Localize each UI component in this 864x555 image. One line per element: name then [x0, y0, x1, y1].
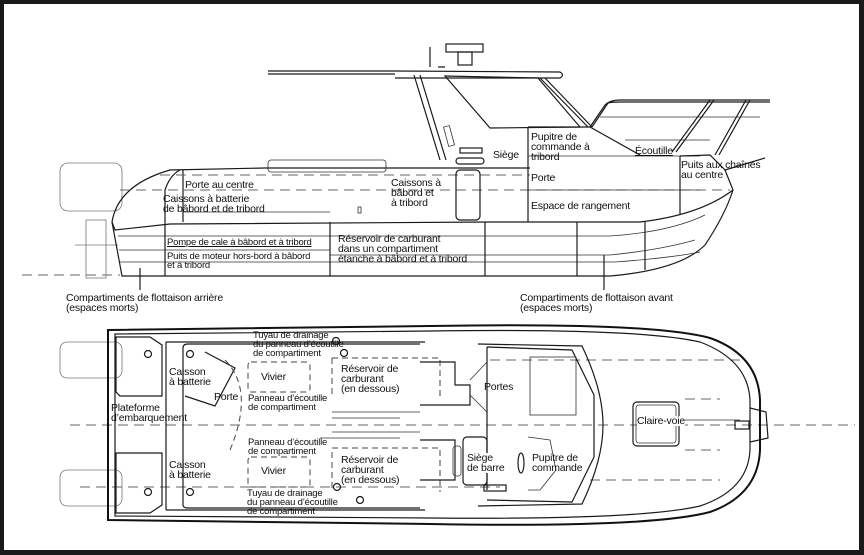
outboard-motor-leg — [85, 219, 107, 279]
battery-box — [184, 351, 236, 407]
drain-4 — [331, 336, 341, 346]
label-pompe-cale: Pompe de cale à bâbord et à tribord — [167, 237, 312, 248]
label-pupitre-commande: Pupitre de commande — [532, 452, 583, 474]
hull-line-1 — [118, 214, 706, 237]
radar-base — [457, 51, 473, 66]
front-pillar — [539, 77, 593, 128]
small-marker — [357, 206, 362, 214]
label-reservoir-haut: Réservoir de carburant (en dessous) — [341, 363, 400, 395]
wheelhouse — [486, 346, 595, 503]
bow-rail — [589, 99, 770, 128]
label-panneau-bas: Panneau d’écoutille de compartiment — [248, 437, 328, 457]
drain-port — [143, 349, 153, 359]
hull-line-4 — [120, 251, 701, 263]
wheelhouse-outer — [477, 343, 604, 507]
aft-door — [164, 169, 181, 222]
platform-stbd — [115, 452, 163, 514]
label-siege: Siège — [493, 149, 519, 161]
door-handle — [443, 125, 455, 147]
label-reservoir-carburant: Réservoir de carburant dans un compartim… — [338, 233, 468, 265]
top-view — [59, 324, 855, 526]
seat-back — [459, 147, 483, 154]
roof — [268, 70, 564, 79]
bow-cleat — [734, 420, 750, 430]
door-swing — [224, 359, 242, 451]
seat-pedestal — [455, 169, 481, 221]
label-panneau-haut: Panneau d’écoutille de compartiment — [248, 393, 328, 413]
drain-5 — [339, 348, 349, 358]
vivier-bottom — [247, 456, 311, 488]
helm-seat-back — [452, 445, 462, 477]
forward-cabin-box — [529, 356, 577, 416]
cockpit-outline — [165, 341, 425, 511]
label-pupitre-tribord: Pupitre de commande à tribord — [531, 131, 590, 163]
label-tuyau-drainage-haut: Tuyau de drainage du panneau d’écoutille… — [253, 330, 344, 359]
dash-guides — [80, 359, 740, 488]
bow-rail-end — [724, 157, 766, 171]
tank-bottom — [331, 447, 441, 492]
aft-pillar — [413, 74, 447, 161]
label-vivier-bas: Vivier — [261, 465, 286, 477]
label-caisson-batterie-bas: Caisson à batterie — [169, 459, 211, 481]
bow-fitting — [749, 407, 769, 443]
console-plan — [527, 436, 557, 491]
radar-top — [445, 43, 484, 53]
label-puits-moteur: Puits de moteur hors-bord à bâbord et à … — [167, 251, 311, 271]
hull-plan — [107, 324, 761, 526]
hull-plan-inner — [114, 329, 751, 519]
aft-coaming — [111, 167, 530, 223]
motor-top-stbd — [59, 469, 123, 507]
side-view — [22, 43, 770, 290]
label-tuyau-drainage-bas: Tuyau de drainage du panneau d’écoutille… — [247, 488, 338, 517]
side-window — [267, 159, 387, 173]
cabin-step-bottom — [420, 439, 456, 481]
drain-2 — [185, 349, 195, 359]
front-window — [443, 75, 582, 129]
hull-line-3 — [330, 239, 696, 256]
hull-outline — [111, 189, 734, 277]
helm-footrest — [483, 484, 507, 492]
label-flottaison-arriere: Compartiments de flottaison arrière (esp… — [66, 292, 223, 314]
platform-port — [115, 336, 163, 397]
label-puits-chaines: Puits aux chaînes au centre — [681, 159, 761, 181]
label-vivier-haut: Vivier — [261, 371, 286, 383]
outboard-motor-head — [59, 162, 123, 212]
hull-deck — [111, 189, 734, 231]
cabin-step-top — [420, 361, 471, 406]
drain-3 — [185, 487, 195, 497]
drain-6 — [332, 482, 342, 492]
bulkheads — [164, 222, 646, 276]
deck-lines — [320, 411, 420, 439]
label-portes: Portes — [484, 381, 514, 393]
label-caissons-babord-tribord: Caissons à bâbord et à tribord — [391, 177, 441, 209]
label-claire-voie: Claire-voie — [637, 415, 685, 427]
motor-top-port — [59, 341, 123, 379]
label-flottaison-avant: Compartiments de flottaison avant (espac… — [520, 292, 673, 314]
antenna — [429, 47, 445, 68]
bow-top — [679, 154, 734, 191]
vivier-top — [247, 361, 311, 393]
tank-top — [331, 357, 441, 400]
label-caissons-batterie: Caissons à batterie de bâbord et de trib… — [163, 193, 265, 215]
label-caisson-batterie-haut: Caisson à batterie — [169, 366, 211, 388]
cockpit-inner — [182, 343, 420, 509]
drain-7 — [355, 495, 365, 505]
label-ecoutille: Écoutille — [635, 145, 673, 157]
label-porte-au-centre: Porte au centre — [185, 179, 254, 191]
door-leaves — [469, 361, 488, 413]
label-reservoir-bas: Réservoir de carburant (en dessous) — [341, 454, 400, 486]
label-porte: Porte — [531, 172, 556, 184]
seat-cushion — [455, 157, 485, 165]
leader-lines — [139, 255, 605, 290]
rail-stanchions — [671, 99, 751, 156]
steering-wheel — [517, 452, 525, 474]
label-porte-top: Porte — [214, 391, 239, 403]
rail-bars — [600, 116, 760, 141]
label-espace-rangement: Espace de rangement — [531, 200, 630, 212]
label-siege-barre: Siège de barre — [467, 452, 505, 474]
drain-stbd — [143, 487, 153, 497]
label-plateforme: Plateforme d’embarquement — [111, 402, 187, 424]
console-dividers — [528, 155, 700, 191]
